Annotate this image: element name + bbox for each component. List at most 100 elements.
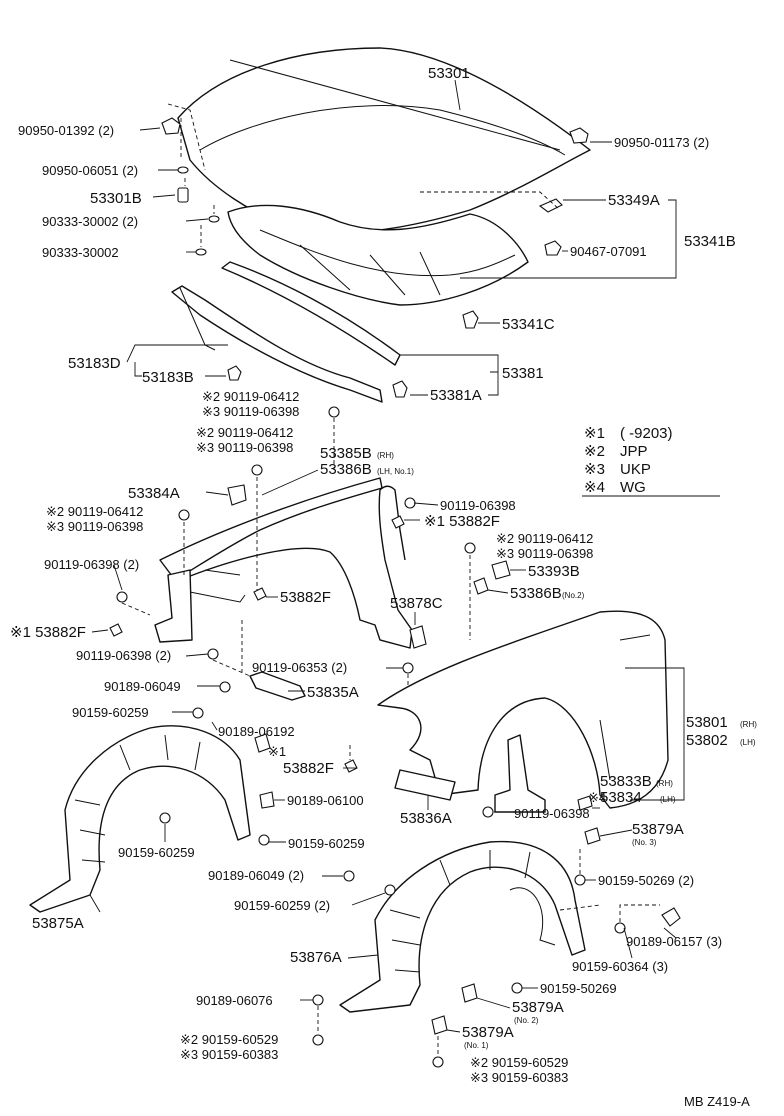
legend-mark-1: ※1: [584, 425, 605, 442]
hood-clip-a: [177, 166, 189, 174]
bolt-l: [258, 834, 270, 846]
label-53386b: 53386B: [320, 461, 372, 478]
fender-liner-upper[interactable]: [159, 477, 413, 649]
label-90119-06398-b: 90119-06398: [514, 806, 590, 821]
label-90189-06100: 90189-06100: [287, 793, 364, 808]
grommet-90189-06192: [254, 733, 271, 753]
hood-clip-90467: [544, 240, 562, 256]
label-53875a: 53875A: [32, 915, 84, 932]
label-53385b-sub: (RH): [377, 451, 394, 460]
label-90159-60529-a: ※2 90159-60529: [180, 1032, 278, 1047]
hood-bracket-53349a: [538, 198, 563, 213]
fender-liner-53875a[interactable]: [29, 725, 251, 913]
part-labels: 53301 90950-01392 (2) 90950-01173 (2) 90…: [10, 65, 757, 1085]
legend-text-2: JPP: [620, 443, 648, 460]
bolt-u: [432, 1056, 444, 1068]
label-90159-60259-2: 90159-60259 (2): [234, 898, 330, 913]
hood-cushion-left: [161, 117, 181, 135]
hood-cushion-right: [569, 127, 589, 144]
label-90119-06398-a: ※3 90119-06398: [202, 404, 299, 419]
legend-text-4: WG: [620, 479, 646, 496]
bolt-m: [159, 812, 171, 824]
bolt-f: [207, 648, 219, 660]
label-53301: 53301: [428, 65, 470, 82]
label-53882f-l: ※1 53882F: [10, 624, 86, 641]
label-53876a: 53876A: [290, 949, 342, 966]
label-53802-sub: (LH): [740, 738, 756, 747]
bolt-o: [614, 922, 626, 934]
label-53834-sub: (LH): [660, 795, 676, 804]
hood-insulator[interactable]: [227, 204, 529, 306]
label-90950-01173: 90950-01173 (2): [614, 135, 709, 150]
label-53341b: 53341B: [684, 233, 736, 250]
label-star1: ※1: [268, 744, 286, 759]
label-53301b: 53301B: [90, 190, 142, 207]
label-53836a: 53836A: [400, 810, 452, 827]
label-90950-06051: 90950-06051 (2): [42, 163, 138, 178]
label-90189-06157: 90189-06157 (3): [626, 934, 722, 949]
hood-panel[interactable]: [177, 47, 591, 234]
bolt-g: [464, 542, 476, 554]
fender-liner-53876a[interactable]: [339, 840, 586, 1013]
label-53183b: 53183B: [142, 369, 194, 386]
label-53802: 53802: [686, 732, 728, 749]
label-53381: 53381: [502, 365, 544, 382]
bolt-b: [251, 464, 263, 476]
clip-53386b-no2: [473, 577, 489, 595]
hood-clip-b: [208, 215, 220, 223]
bolt-j: [192, 707, 204, 719]
hood-seal-rear[interactable]: [221, 261, 401, 366]
clip-53882f-l: [109, 623, 123, 637]
label-90189-06192: 90189-06192: [218, 724, 295, 739]
bracket-53833b: [577, 795, 593, 811]
label-53879a-3-sub: (No. 3): [632, 838, 657, 847]
label-90189-06076: 90189-06076: [196, 993, 273, 1008]
label-53393b: 53393B: [528, 563, 580, 580]
hood-seal-front[interactable]: [171, 285, 383, 403]
label-90333-30002: 90333-30002: [42, 245, 119, 260]
seal-clip-53183b: [227, 365, 242, 381]
label-53833b-sub: (RH): [656, 779, 673, 788]
label-90119-06412-c: ※2 90119-06412: [46, 504, 143, 519]
clip-53879a-1: [431, 1015, 448, 1035]
bolt-q: [384, 884, 396, 896]
label-53349a: 53349A: [608, 192, 660, 209]
fender-liner-lower-brace: [494, 734, 546, 813]
clip-53882f-r: [391, 515, 405, 529]
clip-53393b: [491, 560, 511, 580]
label-53386b-no2: 53386B: [510, 585, 562, 602]
legend-mark-4: ※4: [584, 479, 605, 496]
bolt-t: [312, 1034, 324, 1046]
clip-53879a-3: [584, 827, 601, 845]
bolt-h: [402, 662, 414, 674]
legend-mark-3: ※3: [584, 461, 605, 478]
legend: ※1 ( -9203) ※2 JPP ※3 UKP ※4 WG: [582, 425, 720, 497]
bolt-k: [482, 806, 494, 818]
label-90159-60383-b: ※3 90159-60383: [470, 1070, 568, 1085]
bracket-53836a: [394, 769, 456, 801]
bolt-a: [328, 406, 340, 418]
label-90159-60259-c: 90159-60259: [118, 845, 195, 860]
label-90950-01392: 90950-01392 (2): [18, 123, 114, 138]
label-90189-06049: 90189-06049: [104, 679, 181, 694]
label-53833b: 53833B: [600, 773, 652, 790]
label-90159-50269-2: 90159-50269 (2): [598, 873, 694, 888]
label-90119-06398-b: ※3 90119-06398: [196, 440, 293, 455]
label-53879a-2: 53879A: [512, 999, 564, 1016]
clip-53882f-b: [344, 759, 358, 773]
label-90159-60529-b: ※2 90159-60529: [470, 1055, 568, 1070]
label-90119-06398-2b: 90119-06398 (2): [76, 648, 171, 663]
label-53385b: 53385B: [320, 445, 372, 462]
label-90159-60383-a: ※3 90159-60383: [180, 1047, 278, 1062]
label-53384a: 53384A: [128, 485, 180, 502]
clip-53878c: [409, 625, 427, 649]
label-53381a: 53381A: [430, 387, 482, 404]
bolt-c: [178, 509, 190, 521]
bolt-e: [116, 591, 128, 603]
front-fender-panel[interactable]: [377, 610, 669, 809]
clip-53879a-2: [461, 983, 478, 1003]
label-90159-60364: 90159-60364 (3): [572, 959, 668, 974]
bolt-d: [404, 497, 416, 509]
label-53882f-b: 53882F: [283, 760, 334, 777]
bolt-i: [219, 681, 231, 693]
